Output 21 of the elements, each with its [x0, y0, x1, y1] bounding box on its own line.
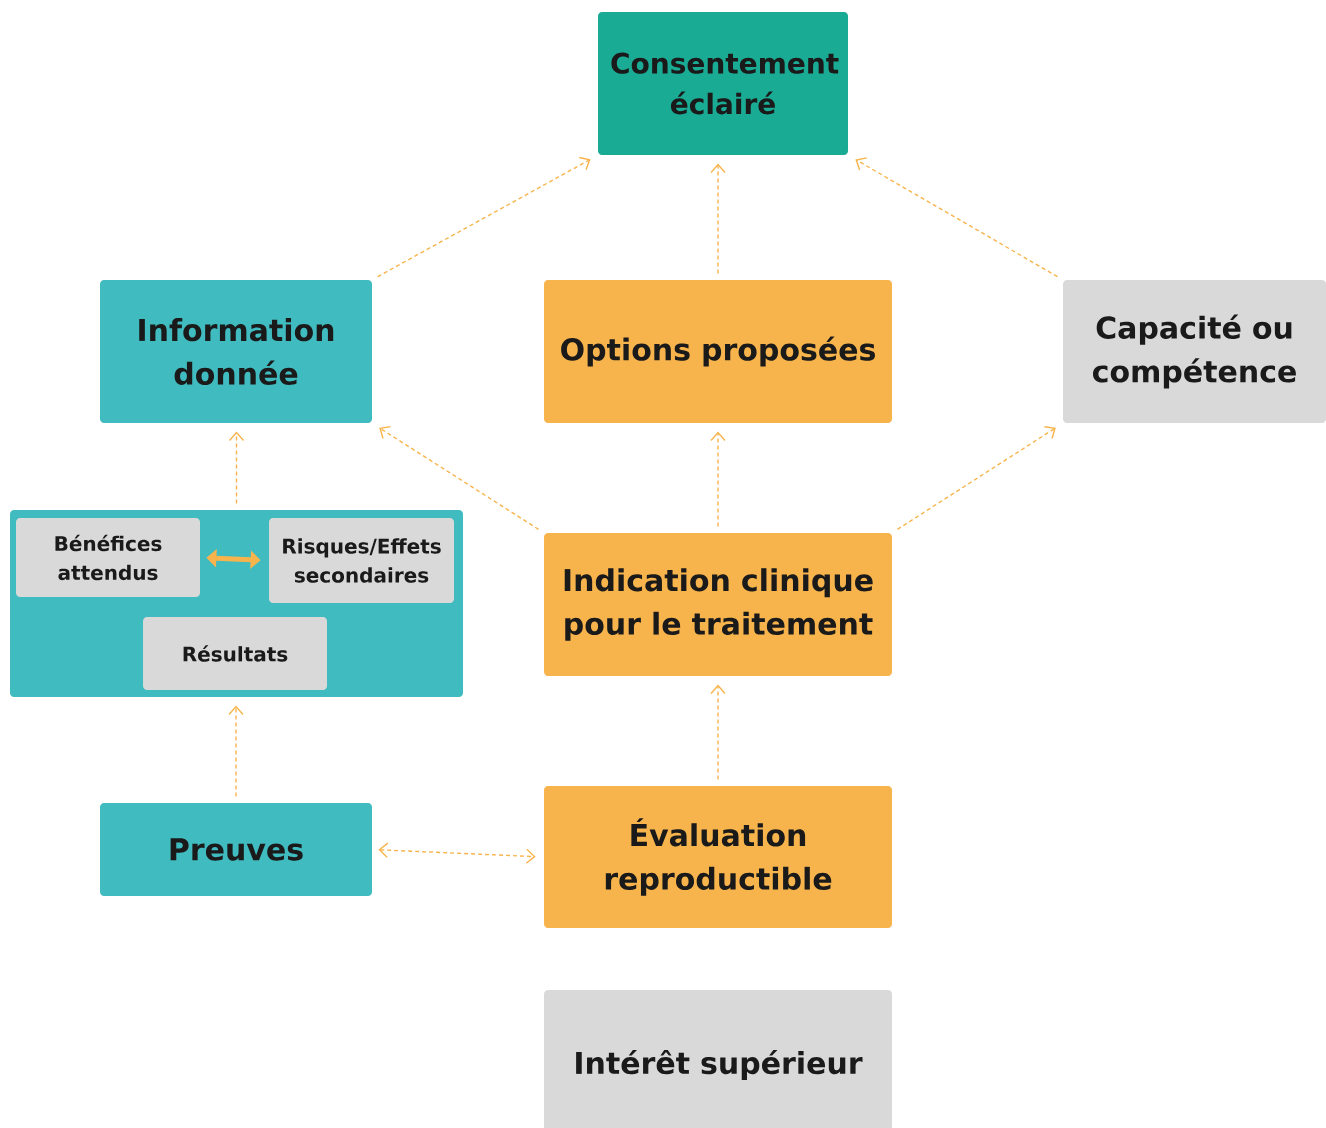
- concept-box: Consentement éclairé: [598, 12, 848, 155]
- arrow: [896, 426, 1056, 531]
- concept-box: Information donnée: [100, 280, 372, 423]
- concept-box: Intérêt supérieur: [544, 990, 892, 1128]
- concept-box: Capacité ou compétence: [1063, 280, 1326, 423]
- arrow: [379, 425, 540, 531]
- arrow: [228, 431, 245, 505]
- concept-box: Indication clinique pour le traitement: [544, 533, 892, 676]
- factor-box: Bénéfices attendus: [16, 518, 200, 597]
- concept-box: Preuves: [100, 803, 372, 896]
- concept-box: Options proposées: [544, 280, 892, 423]
- concept-box: Évaluation reproductible: [544, 786, 892, 928]
- factor-box: Risques/Effets secondaires: [269, 518, 454, 603]
- arrow: [378, 842, 536, 864]
- arrow: [710, 684, 726, 781]
- arrow: [855, 157, 1059, 278]
- arrow: [710, 431, 726, 528]
- arrow: [710, 163, 726, 275]
- arrow: [228, 705, 244, 798]
- arrow: [376, 156, 591, 278]
- factor-box: Résultats: [143, 617, 327, 690]
